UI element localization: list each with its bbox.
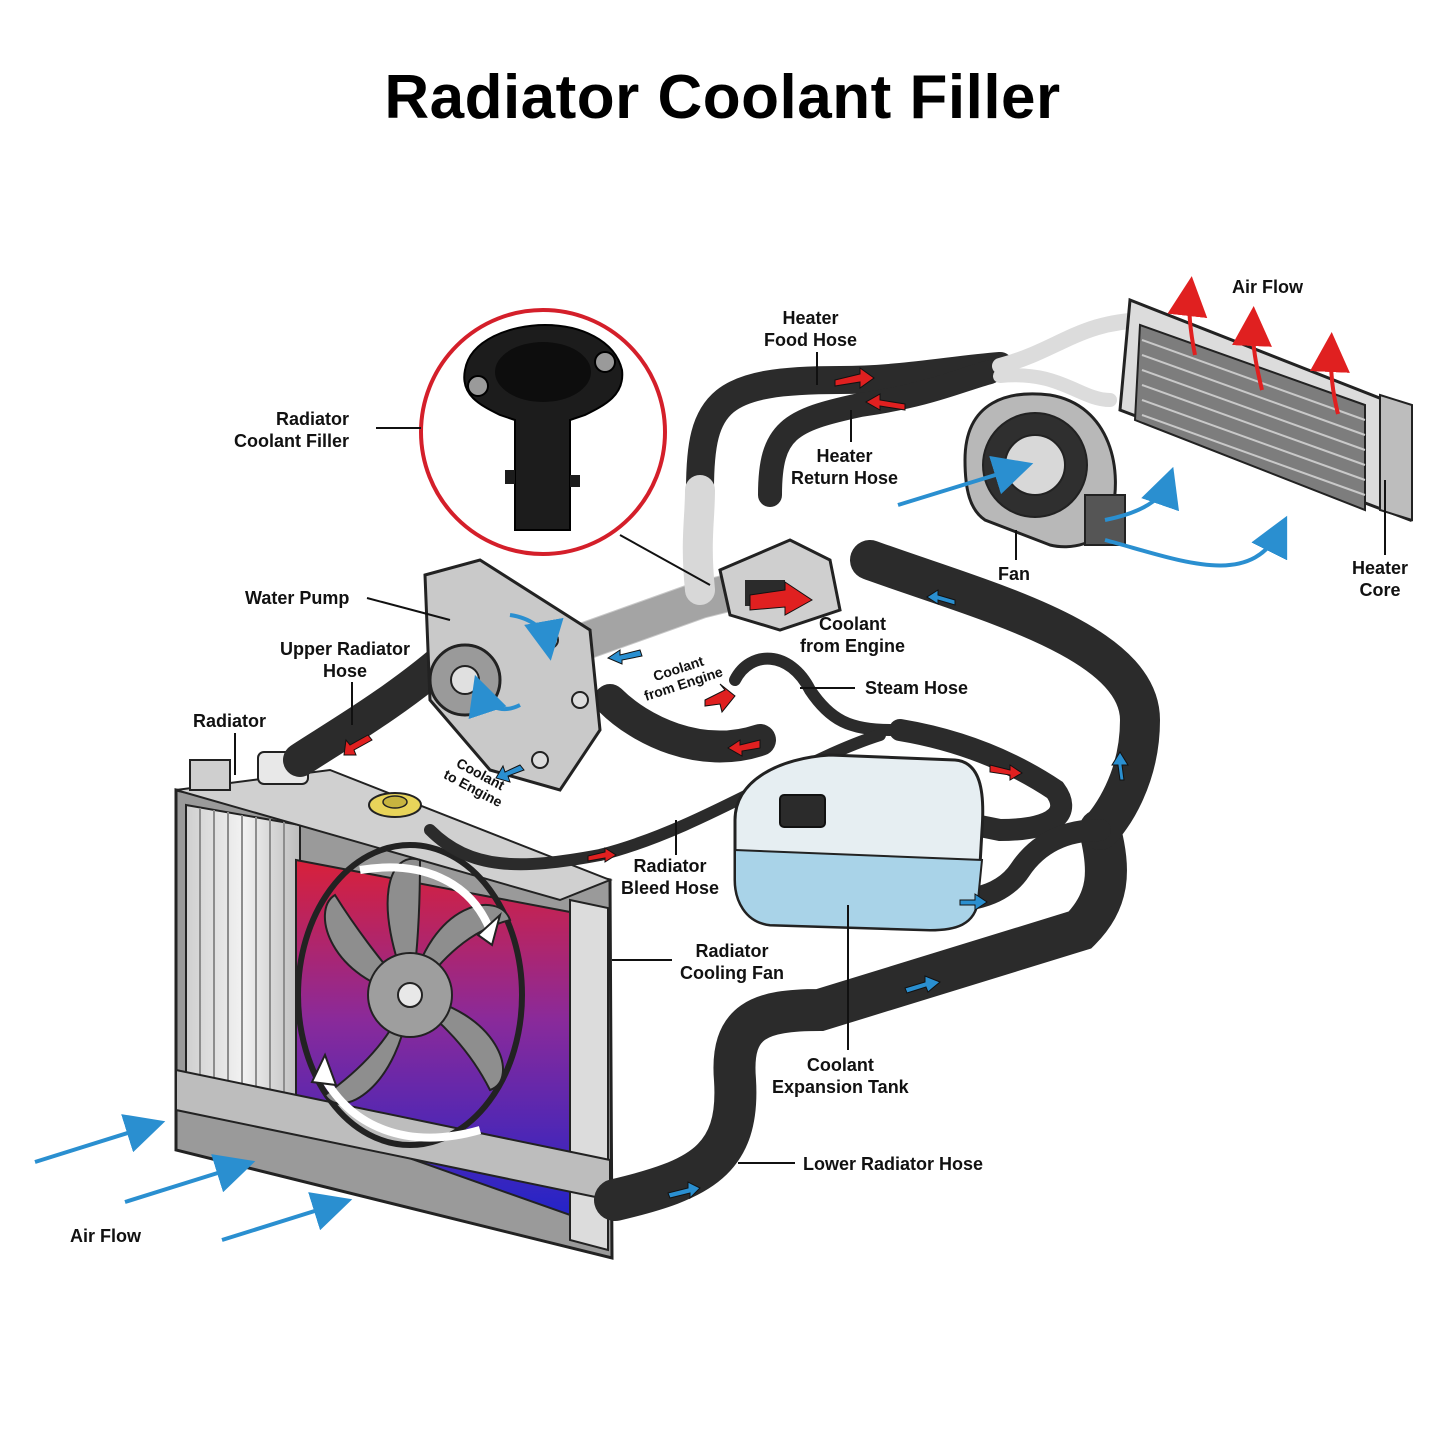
heater-blower-fan [963, 392, 1126, 549]
label-steam-hose: Steam Hose [865, 678, 969, 698]
label-radiator-bleed-hose: Radiator Bleed Hose [621, 856, 720, 898]
label-lower-radiator-hose: Lower Radiator Hose [803, 1154, 984, 1174]
pump-flow-arrows [468, 613, 564, 720]
label-water-pump: Water Pump [245, 588, 350, 608]
label-heater-food-hose: Heater Food Hose [764, 308, 857, 350]
label-coolant-from-engine: Coolant from Engine [800, 614, 906, 656]
radiator-cooling-fan [295, 842, 525, 1148]
air-flow-arrows-bottom [34, 1114, 353, 1242]
air-flow-arrows-top [1167, 276, 1350, 415]
coolant-expansion-tank [733, 753, 985, 932]
heater-core [1118, 297, 1413, 523]
label-heater-core: Heater Core [1352, 558, 1409, 600]
label-coolant-expansion-tank: Coolant Expansion Tank [772, 1055, 909, 1097]
label-radiator-cooling-fan: Radiator Cooling Fan [680, 941, 784, 983]
label-radiator: Radiator [193, 711, 267, 731]
coolant-flow-blue-arrows [495, 589, 1129, 1200]
label-fan: Fan [998, 564, 1031, 584]
label-heater-return-hose: Heater Return Hose [791, 446, 899, 488]
leader-lines [234, 352, 1386, 1164]
page-title: Radiator Coolant Filler [384, 63, 1061, 132]
label-air-flow-top: Air Flow [1232, 277, 1303, 297]
label-radiator-coolant-filler: Radiator Coolant Filler [234, 409, 350, 451]
coolant-filler-part [463, 323, 624, 531]
coolant-flow-red-arrows [343, 367, 1023, 863]
coolant-filler-callout [419, 308, 667, 556]
heater-air-arrows [897, 455, 1288, 568]
label-air-flow-bottom: Air Flow [70, 1226, 141, 1246]
label-upper-radiator-hose: Upper Radiator Hose [280, 639, 411, 681]
water-pump [423, 558, 602, 792]
